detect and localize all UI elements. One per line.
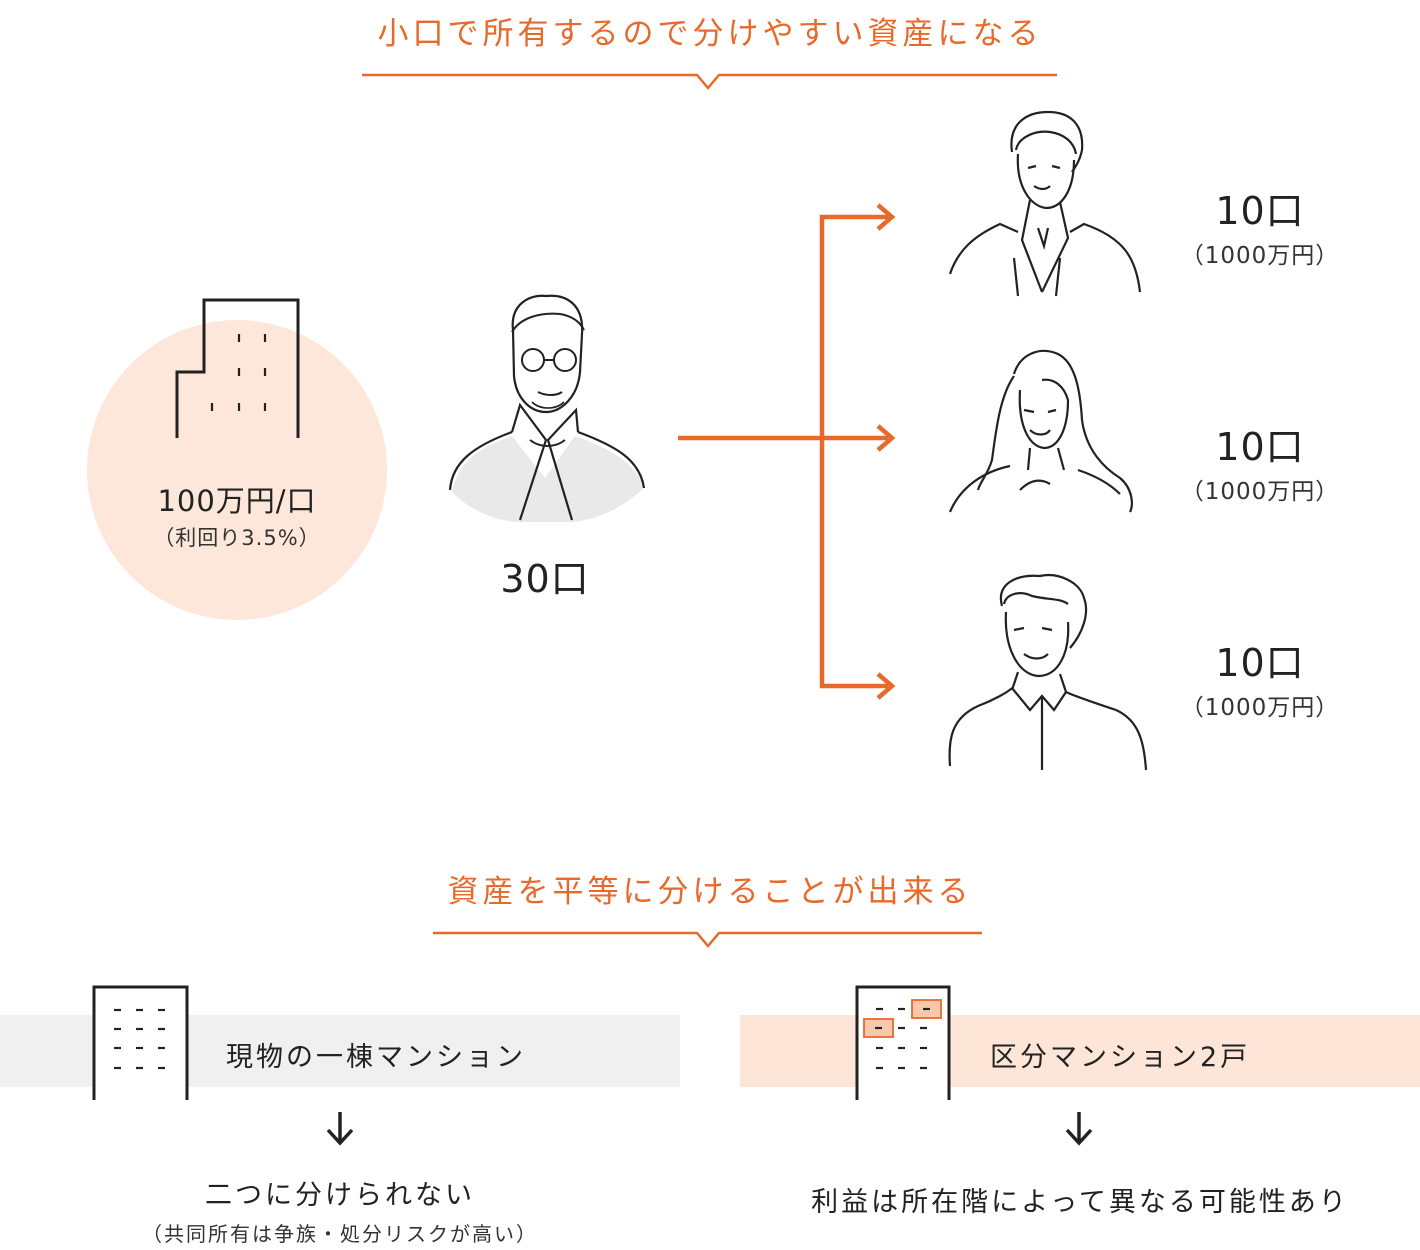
- owner-units: 30口: [500, 557, 590, 601]
- heir-2-value: （1000万円）: [1180, 479, 1340, 505]
- heir-1-value: （1000万円）: [1180, 243, 1340, 269]
- section1-divider: [362, 73, 1057, 90]
- building-icon: [175, 298, 300, 438]
- heir-2-units: 10口: [1215, 425, 1305, 469]
- heir-1-units: 10口: [1215, 189, 1305, 233]
- heir-3-value: （1000万円）: [1180, 695, 1340, 721]
- distribution-arrows: [678, 203, 896, 700]
- heir-avatar-2: [948, 349, 1133, 513]
- whole-building-title: 現物の一棟マンション: [226, 1042, 526, 1073]
- whole-building-result: 二つに分けられない: [205, 1180, 475, 1211]
- owner-avatar: [448, 294, 646, 522]
- section2-heading: 資産を平等に分けることが出来る: [447, 874, 973, 910]
- building-price: 100万円/口: [157, 484, 317, 518]
- heir-avatar-1: [948, 110, 1142, 297]
- building-yield: （利回り3.5%）: [153, 526, 321, 550]
- whole-building-note: （共同所有は争族・処分リスクが高い）: [142, 1222, 538, 1246]
- building-circle: [87, 320, 387, 620]
- heir-3-units: 10口: [1215, 641, 1305, 685]
- section2-divider: [433, 931, 982, 948]
- unit-apartment-title: 区分マンション2戸: [990, 1042, 1251, 1073]
- heir-avatar-3: [948, 574, 1148, 771]
- section1-heading: 小口で所有するので分けやすい資産になる: [377, 16, 1043, 52]
- unit-apartment-result: 利益は所在階によって異なる可能性あり: [811, 1187, 1349, 1218]
- unit-apartment-band: [740, 1015, 1420, 1087]
